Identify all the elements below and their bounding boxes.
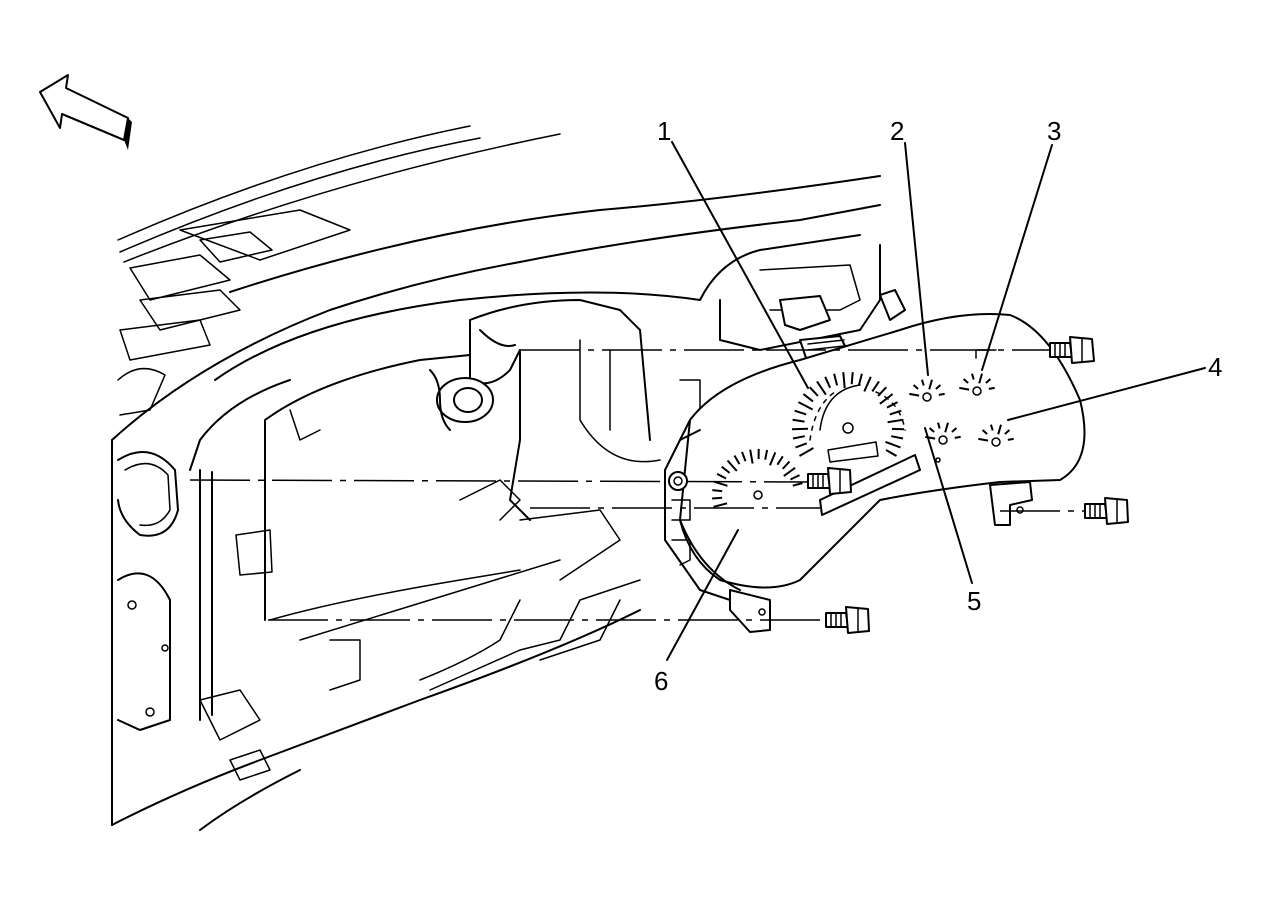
tachometer-tick: [749, 449, 754, 464]
callout-3: 3: [1047, 116, 1061, 146]
speedometer-tick: [850, 372, 854, 385]
speedometer-tick: [802, 393, 814, 403]
speedometer-tick: [799, 447, 814, 457]
speedometer-tick: [794, 409, 807, 416]
gauge-tick: [981, 429, 988, 435]
tachometer-tick: [733, 454, 741, 465]
callout-6: 6: [654, 666, 668, 696]
tachometer-tick: [741, 451, 747, 462]
speedometer-tick: [891, 435, 904, 440]
bolt-upper-right: [1049, 336, 1095, 364]
tachometer-tick: [712, 489, 723, 493]
gauge-tick: [921, 379, 925, 386]
speedometer-gauge: [791, 372, 906, 457]
small-gauge-5: [925, 422, 961, 463]
small-gauge-3: [959, 373, 995, 396]
gauge-tick: [912, 384, 919, 390]
small-gauge-4: [978, 424, 1014, 447]
speedometer-tick: [808, 386, 819, 397]
speedometer-tick: [886, 401, 899, 409]
callout-labels: 1 2 3 4 5 6: [654, 116, 1222, 696]
speedometer-tick: [833, 373, 839, 386]
speedometer-tick: [795, 442, 808, 449]
gauge-tick: [944, 422, 949, 433]
gauge-tick: [971, 373, 975, 380]
gauge-tick: [1007, 437, 1014, 441]
gauge-tick: [959, 386, 970, 391]
gauge-tick: [990, 424, 994, 431]
tachometer-tick: [783, 466, 796, 477]
gauge-tick: [937, 422, 941, 429]
gauge-tick: [954, 435, 961, 439]
gauge-tick: [962, 378, 969, 384]
bolt-lower: [825, 606, 870, 634]
tachometer-tick: [776, 455, 784, 466]
speedometer-tick: [824, 376, 832, 389]
alignment-lines: [189, 349, 1085, 621]
gauge-tick: [988, 386, 995, 390]
callout-5: 5: [967, 586, 981, 616]
upper-bracket: [699, 234, 906, 359]
speedometer-tick: [885, 449, 897, 457]
speedometer-tick: [877, 386, 888, 397]
instrument-panel-carrier: [111, 204, 881, 831]
speedometer-tick: [842, 372, 846, 389]
speedometer-tick: [887, 418, 904, 424]
gauge-tick: [997, 424, 1002, 435]
dash-top-edge: [117, 125, 881, 416]
gauge-tick: [928, 379, 933, 390]
tachometer-tick: [726, 459, 738, 472]
gauge-tick: [938, 392, 945, 396]
bolt-center: [807, 467, 852, 495]
speedometer-tick: [885, 440, 901, 449]
gauge-tick: [985, 378, 992, 384]
speedometer-tick: [871, 380, 880, 392]
speedometer-tick: [863, 376, 872, 392]
speedometer-tick: [792, 418, 805, 423]
tachometer-tick: [712, 496, 723, 500]
steering-column-opening: [429, 299, 701, 581]
gauge-tick: [928, 427, 935, 433]
tachometer-tick: [721, 465, 731, 474]
callout-1: 1: [657, 116, 671, 146]
gauge-tick: [978, 373, 983, 384]
gauge-tick: [909, 392, 920, 397]
gauge-tick: [1004, 429, 1011, 435]
gauge-tick: [978, 437, 989, 442]
speedometer-tick: [889, 409, 902, 416]
gauge-tick: [935, 384, 942, 390]
speedometer-tick: [879, 393, 894, 405]
callout-2: 2: [890, 116, 904, 146]
bolt-hole-left: [668, 471, 688, 491]
speedometer-tick: [797, 401, 814, 411]
tachometer-tick: [716, 473, 727, 480]
tachometer-tick: [713, 502, 728, 508]
tachometer-tick: [781, 460, 791, 470]
tachometer-tick: [792, 482, 803, 487]
forward-arrow-icon: [39, 74, 132, 150]
callout-4: 4: [1208, 352, 1222, 382]
tachometer-tick: [764, 449, 769, 460]
tachometer-tick: [769, 452, 777, 466]
tachometer-tick: [790, 474, 800, 481]
gauge-tick: [951, 427, 958, 433]
leader-lines: [666, 141, 1206, 661]
speedometer-tick: [857, 373, 863, 386]
speedometer-tick: [816, 380, 827, 396]
bolt-right: [1084, 497, 1129, 525]
speedometer-tick: [792, 435, 805, 440]
small-gauge-2: [909, 379, 945, 402]
instrument-cluster: [664, 313, 1086, 633]
tachometer-gauge: [712, 448, 803, 508]
